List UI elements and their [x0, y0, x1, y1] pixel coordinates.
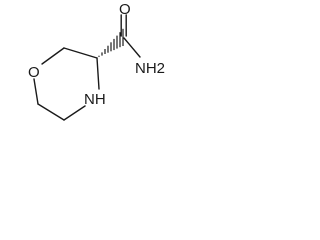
hashed-wedge-bond [98, 28, 124, 57]
ring-oxygen-label: O [28, 64, 40, 81]
bond-o-to-c2 [41, 47, 65, 65]
bond-c2-to-c3 [63, 47, 98, 59]
ring-nitrogen-label: NH [84, 91, 106, 108]
amide-nitrogen-label: NH2 [135, 60, 165, 77]
bond-c5-to-c6 [37, 103, 65, 121]
bond-n4-to-c5 [63, 105, 86, 121]
bond-c6-to-o [33, 78, 39, 105]
bond-c3-to-n4 [96, 57, 100, 90]
carbonyl-oxygen-label: O [119, 1, 131, 18]
structure-diagram: O O NH2 NH [28, 1, 165, 121]
bond-c-to-nh2 [123, 37, 141, 58]
